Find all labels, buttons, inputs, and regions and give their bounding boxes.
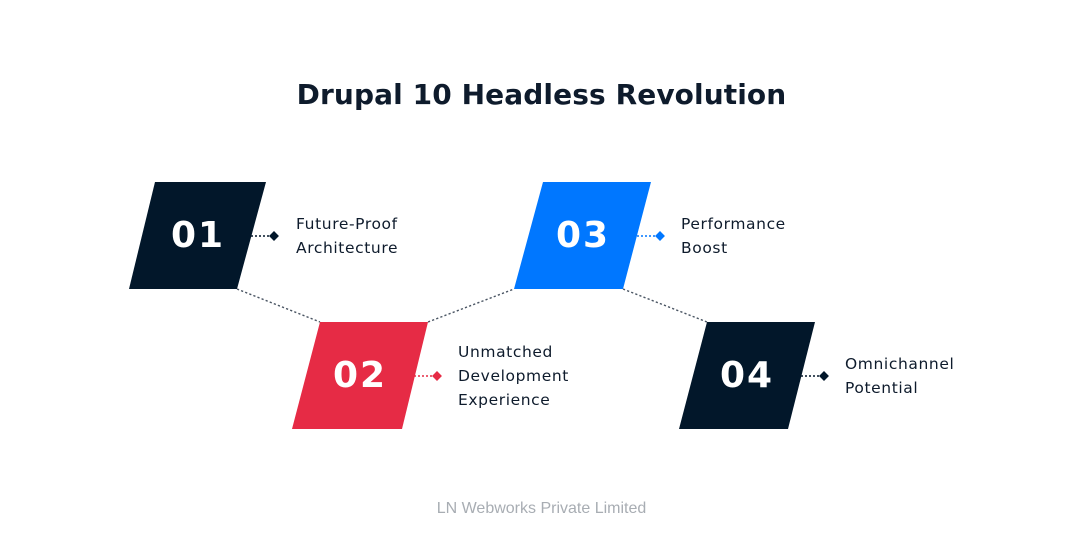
step-03 xyxy=(514,182,665,289)
step-01-number: 01 xyxy=(170,215,226,256)
step-connectors xyxy=(236,288,708,323)
step-04 xyxy=(679,322,829,429)
step-02-label-line: Unmatched xyxy=(458,343,553,361)
step-01-label-line: Architecture xyxy=(296,239,399,257)
connector-02-03 xyxy=(427,288,515,323)
step-02 xyxy=(292,322,442,429)
step-02-parallelogram xyxy=(292,322,428,429)
step-01-parallelogram xyxy=(129,182,266,289)
footer-credit: LN Webworks Private Limited xyxy=(436,500,647,517)
connector-01-02 xyxy=(236,288,321,323)
step-02-label-line: Experience xyxy=(458,391,551,409)
step-03-label: Performance Boost xyxy=(681,212,786,260)
step-01-label-line: Future-Proof xyxy=(296,215,398,233)
step-04-label: Omnichannel Potential xyxy=(845,352,954,400)
step-02-number: 02 xyxy=(332,355,388,396)
diamond-icon xyxy=(432,371,442,381)
step-01 xyxy=(129,182,279,289)
diamond-icon xyxy=(655,231,665,241)
step-02-label: Unmatched Development Experience xyxy=(458,340,569,412)
step-04-label-line: Omnichannel xyxy=(845,355,955,373)
step-04-number: 04 xyxy=(719,355,775,396)
step-03-label-line: Boost xyxy=(681,239,728,257)
step-02-label-line: Development xyxy=(458,367,569,385)
step-01-label: Future-Proof Architecture xyxy=(296,212,398,260)
diamond-icon xyxy=(819,371,829,381)
diamond-icon xyxy=(269,231,279,241)
diagram-title: Drupal 10 Headless Revolution xyxy=(296,78,787,111)
connector-03-04 xyxy=(622,288,708,323)
step-03-label-line: Performance xyxy=(681,215,786,233)
step-03-parallelogram xyxy=(514,182,651,289)
step-04-label-line: Potential xyxy=(845,379,919,397)
step-03-number: 03 xyxy=(555,215,611,256)
step-04-parallelogram xyxy=(679,322,815,429)
